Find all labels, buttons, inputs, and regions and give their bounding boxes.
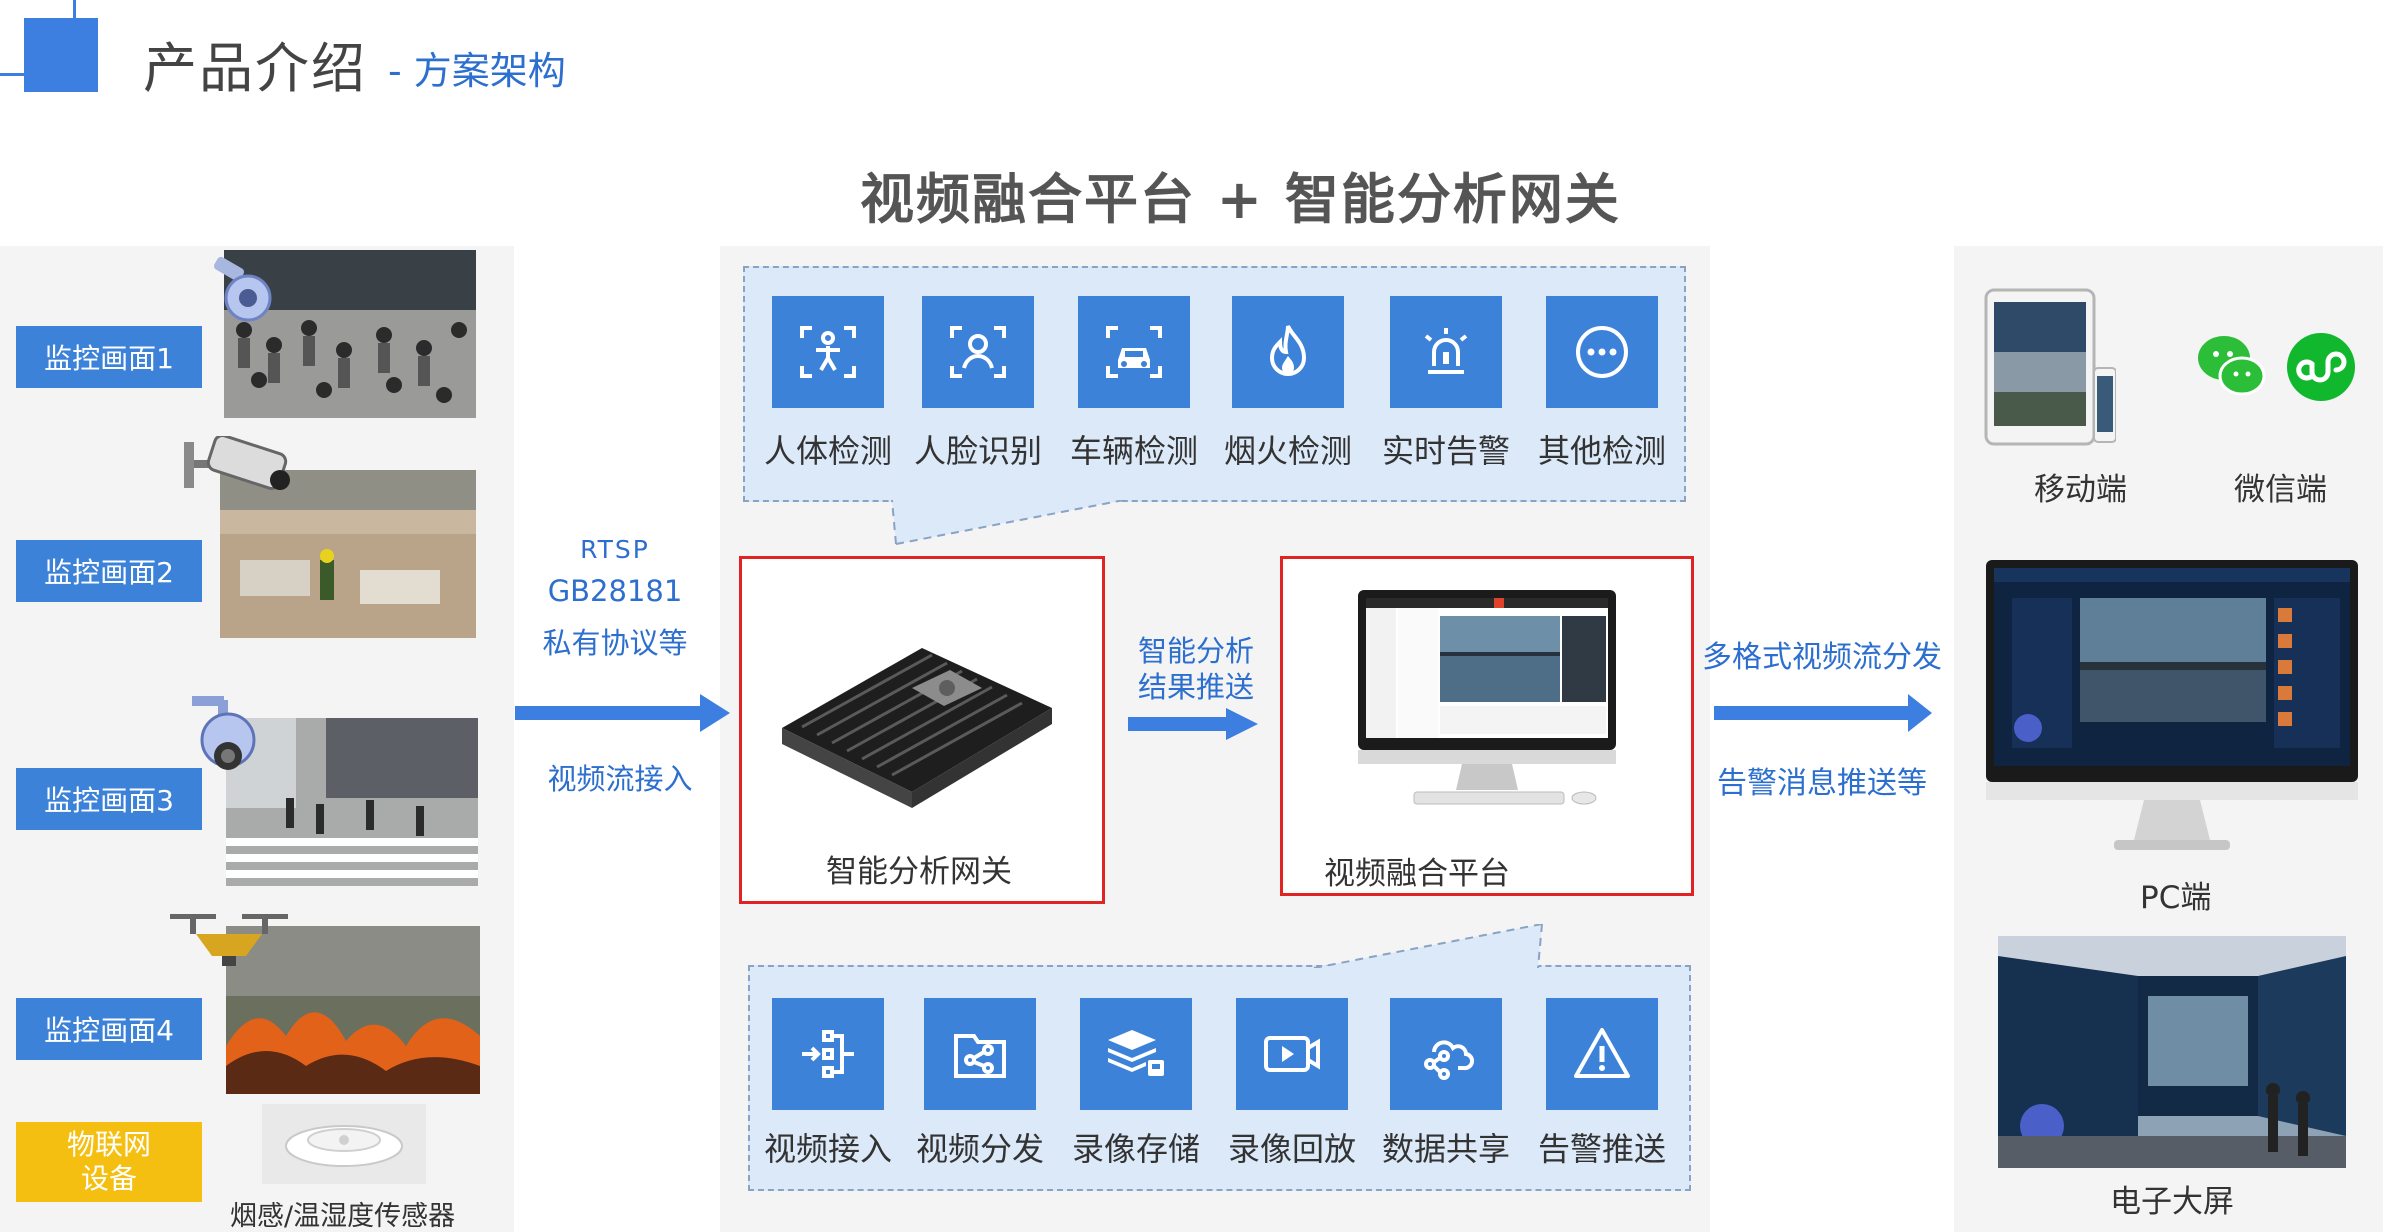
drone-icon <box>166 904 292 968</box>
face-recognition-icon <box>922 296 1034 408</box>
callout-pointer-top <box>891 500 1125 545</box>
mini-program-icon <box>2286 332 2356 402</box>
diagram-title: 视频融合平台 + 智能分析网关 <box>860 168 1621 231</box>
distribution-line2: 告警消息推送等 <box>1717 766 1927 801</box>
person-detect-icon <box>772 296 884 408</box>
gateway-caption: 智能分析网关 <box>826 854 1012 890</box>
tile-label-playback: 录像回放 <box>1227 1130 1356 1168</box>
video-input-label: 视频流接入 <box>547 762 693 796</box>
wechat-client-label: 微信端 <box>2234 472 2327 508</box>
scene-street-image <box>226 718 478 886</box>
wechat-icon <box>2196 330 2266 402</box>
platform-monitor-image <box>1352 586 1622 826</box>
monitor-label-1: 监控画面1 <box>16 326 202 388</box>
tile-label-fire: 烟火检测 <box>1223 432 1352 470</box>
analysis-capabilities-group <box>743 266 1686 502</box>
mobile-client-label: 移动端 <box>2034 472 2127 508</box>
sensor-caption: 烟感/温湿度传感器 <box>230 1201 456 1232</box>
warning-icon <box>1546 998 1658 1110</box>
tile-label-alarm: 实时告警 <box>1381 432 1510 470</box>
tile-label-storage: 录像存储 <box>1071 1130 1200 1168</box>
share-icon <box>924 998 1036 1110</box>
logo-filled-square <box>24 18 98 92</box>
tile-label-vehicle: 车辆检测 <box>1069 432 1198 470</box>
tile-label-warning: 告警推送 <box>1537 1130 1666 1168</box>
monitor-label-4: 监控画面4 <box>16 998 202 1060</box>
iot-label-line2: 设备 <box>80 1162 137 1195</box>
output-arrow-head <box>1908 694 1932 732</box>
callout-pointer-bottom <box>1313 924 1543 968</box>
ptz-camera-icon <box>188 690 260 786</box>
input-arrow-line <box>515 706 707 720</box>
big-screen-image <box>1998 936 2346 1168</box>
protocol-gb28181: GB28181 <box>547 574 683 608</box>
push-arrow-head <box>1226 708 1258 740</box>
monitor-label-2: 监控画面2 <box>16 540 202 602</box>
tile-label-video-input: 视频接入 <box>763 1130 892 1168</box>
push-arrow-line <box>1128 717 1228 731</box>
tile-label-person: 人体检测 <box>763 432 892 470</box>
iot-label-line1: 物联网 <box>66 1128 151 1161</box>
alarm-light-icon <box>1390 296 1502 408</box>
bigscreen-client-label: 电子大屏 <box>2110 1184 2234 1220</box>
more-icon <box>1546 296 1658 408</box>
tile-label-share: 视频分发 <box>915 1130 1044 1168</box>
pc-client-label: PC端 <box>2140 880 2212 916</box>
page-title: 产品介绍 <box>143 37 367 100</box>
playback-icon <box>1236 998 1348 1110</box>
distribution-line1: 多格式视频流分发 <box>1702 640 1942 675</box>
gateway-device-image <box>772 608 1062 808</box>
iot-device-label: 物联网 设备 <box>16 1122 202 1202</box>
protocol-private: 私有协议等 <box>542 626 688 660</box>
platform-caption: 视频融合平台 <box>1324 856 1510 892</box>
smoke-sensor-image <box>262 1104 426 1184</box>
fire-detect-icon <box>1232 296 1344 408</box>
video-input-icon <box>772 998 884 1110</box>
dome-camera-icon <box>206 256 276 326</box>
vehicle-detect-icon <box>1078 296 1190 408</box>
push-label-line2: 结果推送 <box>1137 670 1254 704</box>
scene-wildfire-image <box>226 926 480 1094</box>
push-label-line1: 智能分析 <box>1137 634 1254 668</box>
input-arrow-head <box>700 694 730 732</box>
monitor-label-3: 监控画面3 <box>16 768 202 830</box>
bullet-camera-icon <box>180 434 292 508</box>
cloud-share-icon <box>1390 998 1502 1110</box>
platform-capabilities-group <box>748 965 1691 1191</box>
page-subtitle: - 方案架构 <box>388 49 566 93</box>
tile-label-other: 其他检测 <box>1537 432 1666 470</box>
tablet-image <box>1984 288 2117 448</box>
tile-label-cloud-share: 数据共享 <box>1381 1130 1510 1168</box>
storage-icon <box>1080 998 1192 1110</box>
scene-construction-image <box>220 470 476 638</box>
pc-monitor-image <box>1984 558 2360 858</box>
tile-label-face: 人脸识别 <box>913 432 1042 470</box>
protocol-rtsp: RTSP <box>580 535 650 564</box>
output-arrow-line <box>1714 706 1914 720</box>
